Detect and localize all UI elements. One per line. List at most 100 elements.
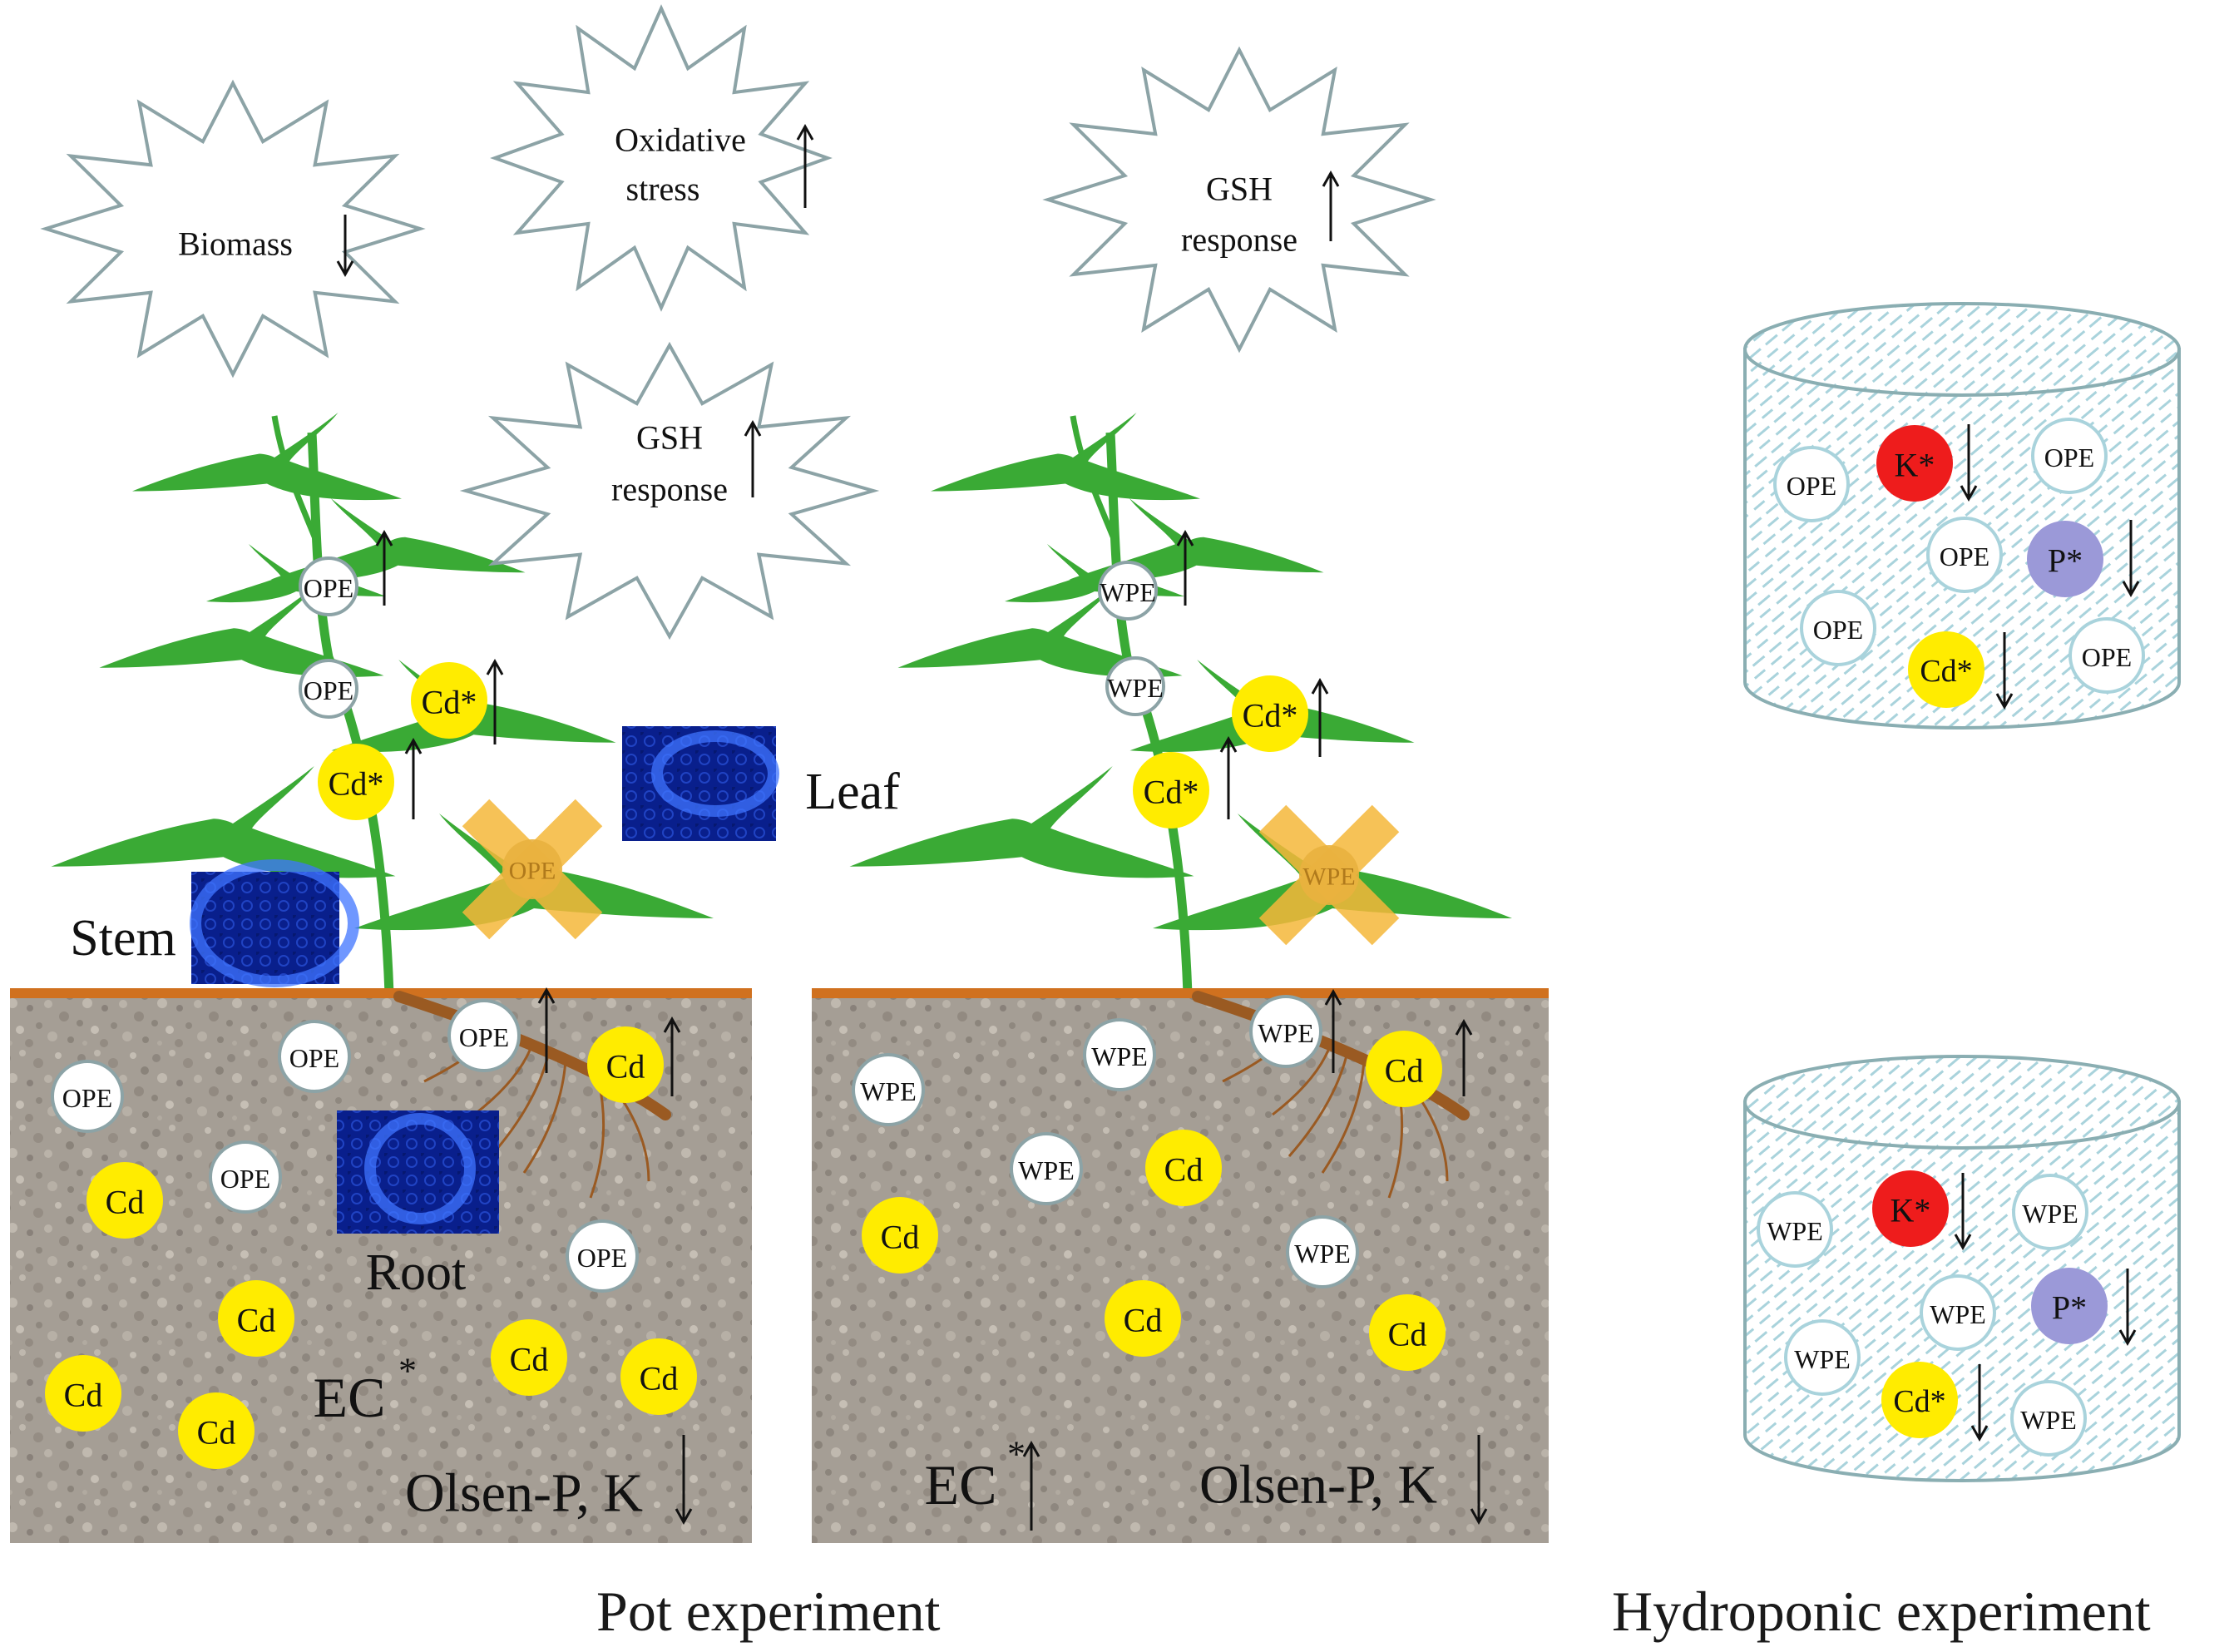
- hydro-k-star-particle-label: K*: [1895, 447, 1935, 484]
- stress-label: stress: [626, 171, 700, 208]
- oxidative-stress-increase-arrow-head: [796, 123, 814, 141]
- hydro-k-decrease-arrow-wpe-head: [1954, 1234, 1972, 1251]
- leaf-label: Leaf: [805, 764, 900, 820]
- hydro-cd-star-particle-wpe: [1881, 1362, 1958, 1438]
- olsen-p-k-label-ope: Olsen-P, K: [405, 1463, 643, 1524]
- wpe-plant-root-branch: [1321, 1060, 1366, 1174]
- hydro-wpe-particle-label: WPE: [1930, 1299, 1986, 1329]
- soil-wpe-uptake-arrow-head: [1324, 988, 1342, 1006]
- ope-plant-root-branch: [589, 1081, 605, 1199]
- soil-cd-particle-label: Cd: [106, 1184, 145, 1221]
- soil-cd-uptake-arrow-wpe-head: [1455, 1018, 1473, 1036]
- root-label: Root: [366, 1244, 467, 1301]
- soil-cd-particle-wpe-label: Cd: [881, 1219, 920, 1256]
- wpe-plant-leaf-low-left: [849, 766, 1194, 878]
- soil-ope-particle-label: OPE: [459, 1022, 509, 1052]
- soil-ope-particle-label: OPE: [577, 1243, 627, 1273]
- soil-ope-particle: [278, 1020, 351, 1093]
- oxidative-stress-burst: [490, 4, 833, 312]
- ope-leaf-uptake-blocked-blocked-particle: [502, 839, 562, 899]
- hydro-cd-decrease-arrow-wpe-head: [1970, 1425, 1989, 1442]
- wpe-hydroponic-beaker-top: [1743, 1055, 2181, 1150]
- soil-cd-particle-wpe: [1369, 1294, 1446, 1371]
- wpe-leaf-uptake-blocked-blocked-label: WPE: [1302, 863, 1355, 891]
- soil-cd-particle-label: Cd: [606, 1048, 645, 1086]
- ec-significance-mark-ope: *: [398, 1351, 417, 1392]
- response-label-right: response: [1181, 221, 1297, 259]
- hydro-wpe-particle-label: WPE: [1794, 1344, 1851, 1374]
- soil-wpe-particle-label: WPE: [1294, 1239, 1351, 1269]
- ope-plant-leaf-mid-left: [99, 585, 384, 677]
- hydro-p-star-particle: [2027, 521, 2103, 597]
- stem-wpe-particle-lower-label: WPE: [1107, 673, 1164, 703]
- soil-cd-particle: [218, 1280, 294, 1357]
- soil-cd-particle: [491, 1319, 567, 1396]
- soil-cd-particle: [178, 1392, 255, 1469]
- hydro-wpe-particle: [2010, 1380, 2087, 1457]
- hydro-ope-particle-label: OPE: [1813, 615, 1863, 645]
- pot-experiment-caption: Pot experiment: [596, 1580, 941, 1643]
- stem-cd-increase-arrow-wpe-head: [1219, 735, 1238, 753]
- gsh-label-right: GSH: [1206, 171, 1273, 208]
- soil-ope-particle: [209, 1140, 282, 1214]
- tissue-images-layer: [190, 726, 779, 1234]
- hydro-ope-particle: [1773, 446, 1850, 522]
- hydro-ope-particle-label: OPE: [2044, 443, 2094, 472]
- soil-cd-particle-wpe: [1366, 1031, 1442, 1107]
- hydro-wpe-particle: [2012, 1174, 2088, 1250]
- hydro-k-star-particle: [1876, 425, 1953, 502]
- arrows-layer: [336, 123, 2140, 1531]
- hydro-ope-particle-label: OPE: [1940, 542, 1989, 571]
- hydro-ope-particle: [2068, 617, 2145, 694]
- biomass-burst: [40, 79, 426, 378]
- ec-increase-arrow-wpe-head: [1022, 1440, 1040, 1457]
- soil-ope-particle: [566, 1219, 639, 1293]
- hydro-ope-particle: [2031, 418, 2108, 494]
- ope-plant-leaf-top-left: [132, 413, 402, 501]
- hydro-p-star-particle-wpe: [2031, 1268, 2108, 1344]
- soil-ope-particle: [51, 1060, 124, 1133]
- stem-cd-star-particle: [318, 744, 394, 820]
- soil-wpe-particle-label: WPE: [860, 1076, 917, 1106]
- soil-ope-particle: [447, 999, 521, 1072]
- soil-cd-particle-wpe: [1145, 1130, 1222, 1206]
- ope-plant-leaf-low-left: [51, 766, 396, 878]
- hydro-cd-decrease-arrow-head: [1995, 693, 2014, 710]
- wpe-plant-root-branch: [1272, 1043, 1332, 1116]
- soil-cd-particle: [45, 1355, 121, 1432]
- hydro-cd-star-particle-wpe-label: Cd*: [1893, 1384, 1945, 1419]
- ope-leaf-uptake-blocked-blocked-label: OPE: [509, 858, 556, 885]
- hydro-k-star-particle-wpe: [1872, 1170, 1949, 1247]
- soil-cd-particle-label: Cd: [510, 1341, 549, 1378]
- soil-cd-particle-wpe-label: Cd: [1388, 1316, 1427, 1353]
- gsh-response-burst-left: [459, 341, 880, 641]
- hydro-wpe-particle: [1920, 1274, 1996, 1351]
- soil-ope-particle-label: OPE: [62, 1083, 112, 1113]
- ope-plant-root-branch: [522, 1060, 567, 1174]
- hydro-wpe-particle-label: WPE: [2022, 1199, 2078, 1229]
- soil-wpe-particle: [1286, 1215, 1359, 1288]
- leaf-cd-star-particle-wpe: [1232, 675, 1308, 752]
- olsen-p-k-label-wpe: Olsen-P, K: [1199, 1455, 1437, 1516]
- hydro-ope-particle-label: OPE: [2082, 642, 2132, 672]
- stem-ope-particle-upper-label: OPE: [304, 573, 353, 603]
- response-label-left: response: [611, 471, 728, 508]
- hydro-k-decrease-arrow-head: [1960, 485, 1978, 502]
- wpe-plant-root-branch: [1288, 1051, 1349, 1157]
- hydro-ope-particle-label: OPE: [1787, 471, 1836, 501]
- leaf-cd-star-particle: [411, 662, 487, 739]
- soil-wpe-particle: [1010, 1132, 1083, 1205]
- soil-cd-particle-label: Cd: [237, 1302, 276, 1339]
- hydro-wpe-particle: [1757, 1191, 1833, 1268]
- ec-label-wpe: EC: [925, 1453, 997, 1516]
- soil-wpe-particle: [1249, 995, 1322, 1068]
- pot-ope-soil-surface: [10, 988, 752, 998]
- hydro-k-star-particle-wpe-label: K*: [1891, 1192, 1931, 1229]
- wpe-plant-main-root: [1192, 991, 1470, 1120]
- soil-cd-particle-wpe-label: Cd: [1124, 1302, 1163, 1339]
- ope-plant-root-branch: [473, 1043, 534, 1116]
- soil-wpe-particle: [852, 1053, 925, 1126]
- hydro-wpe-particle-label: WPE: [2020, 1405, 2077, 1435]
- burst-callouts-layer: BiomassOxidativestressGSHresponseGSHresp…: [40, 4, 1436, 641]
